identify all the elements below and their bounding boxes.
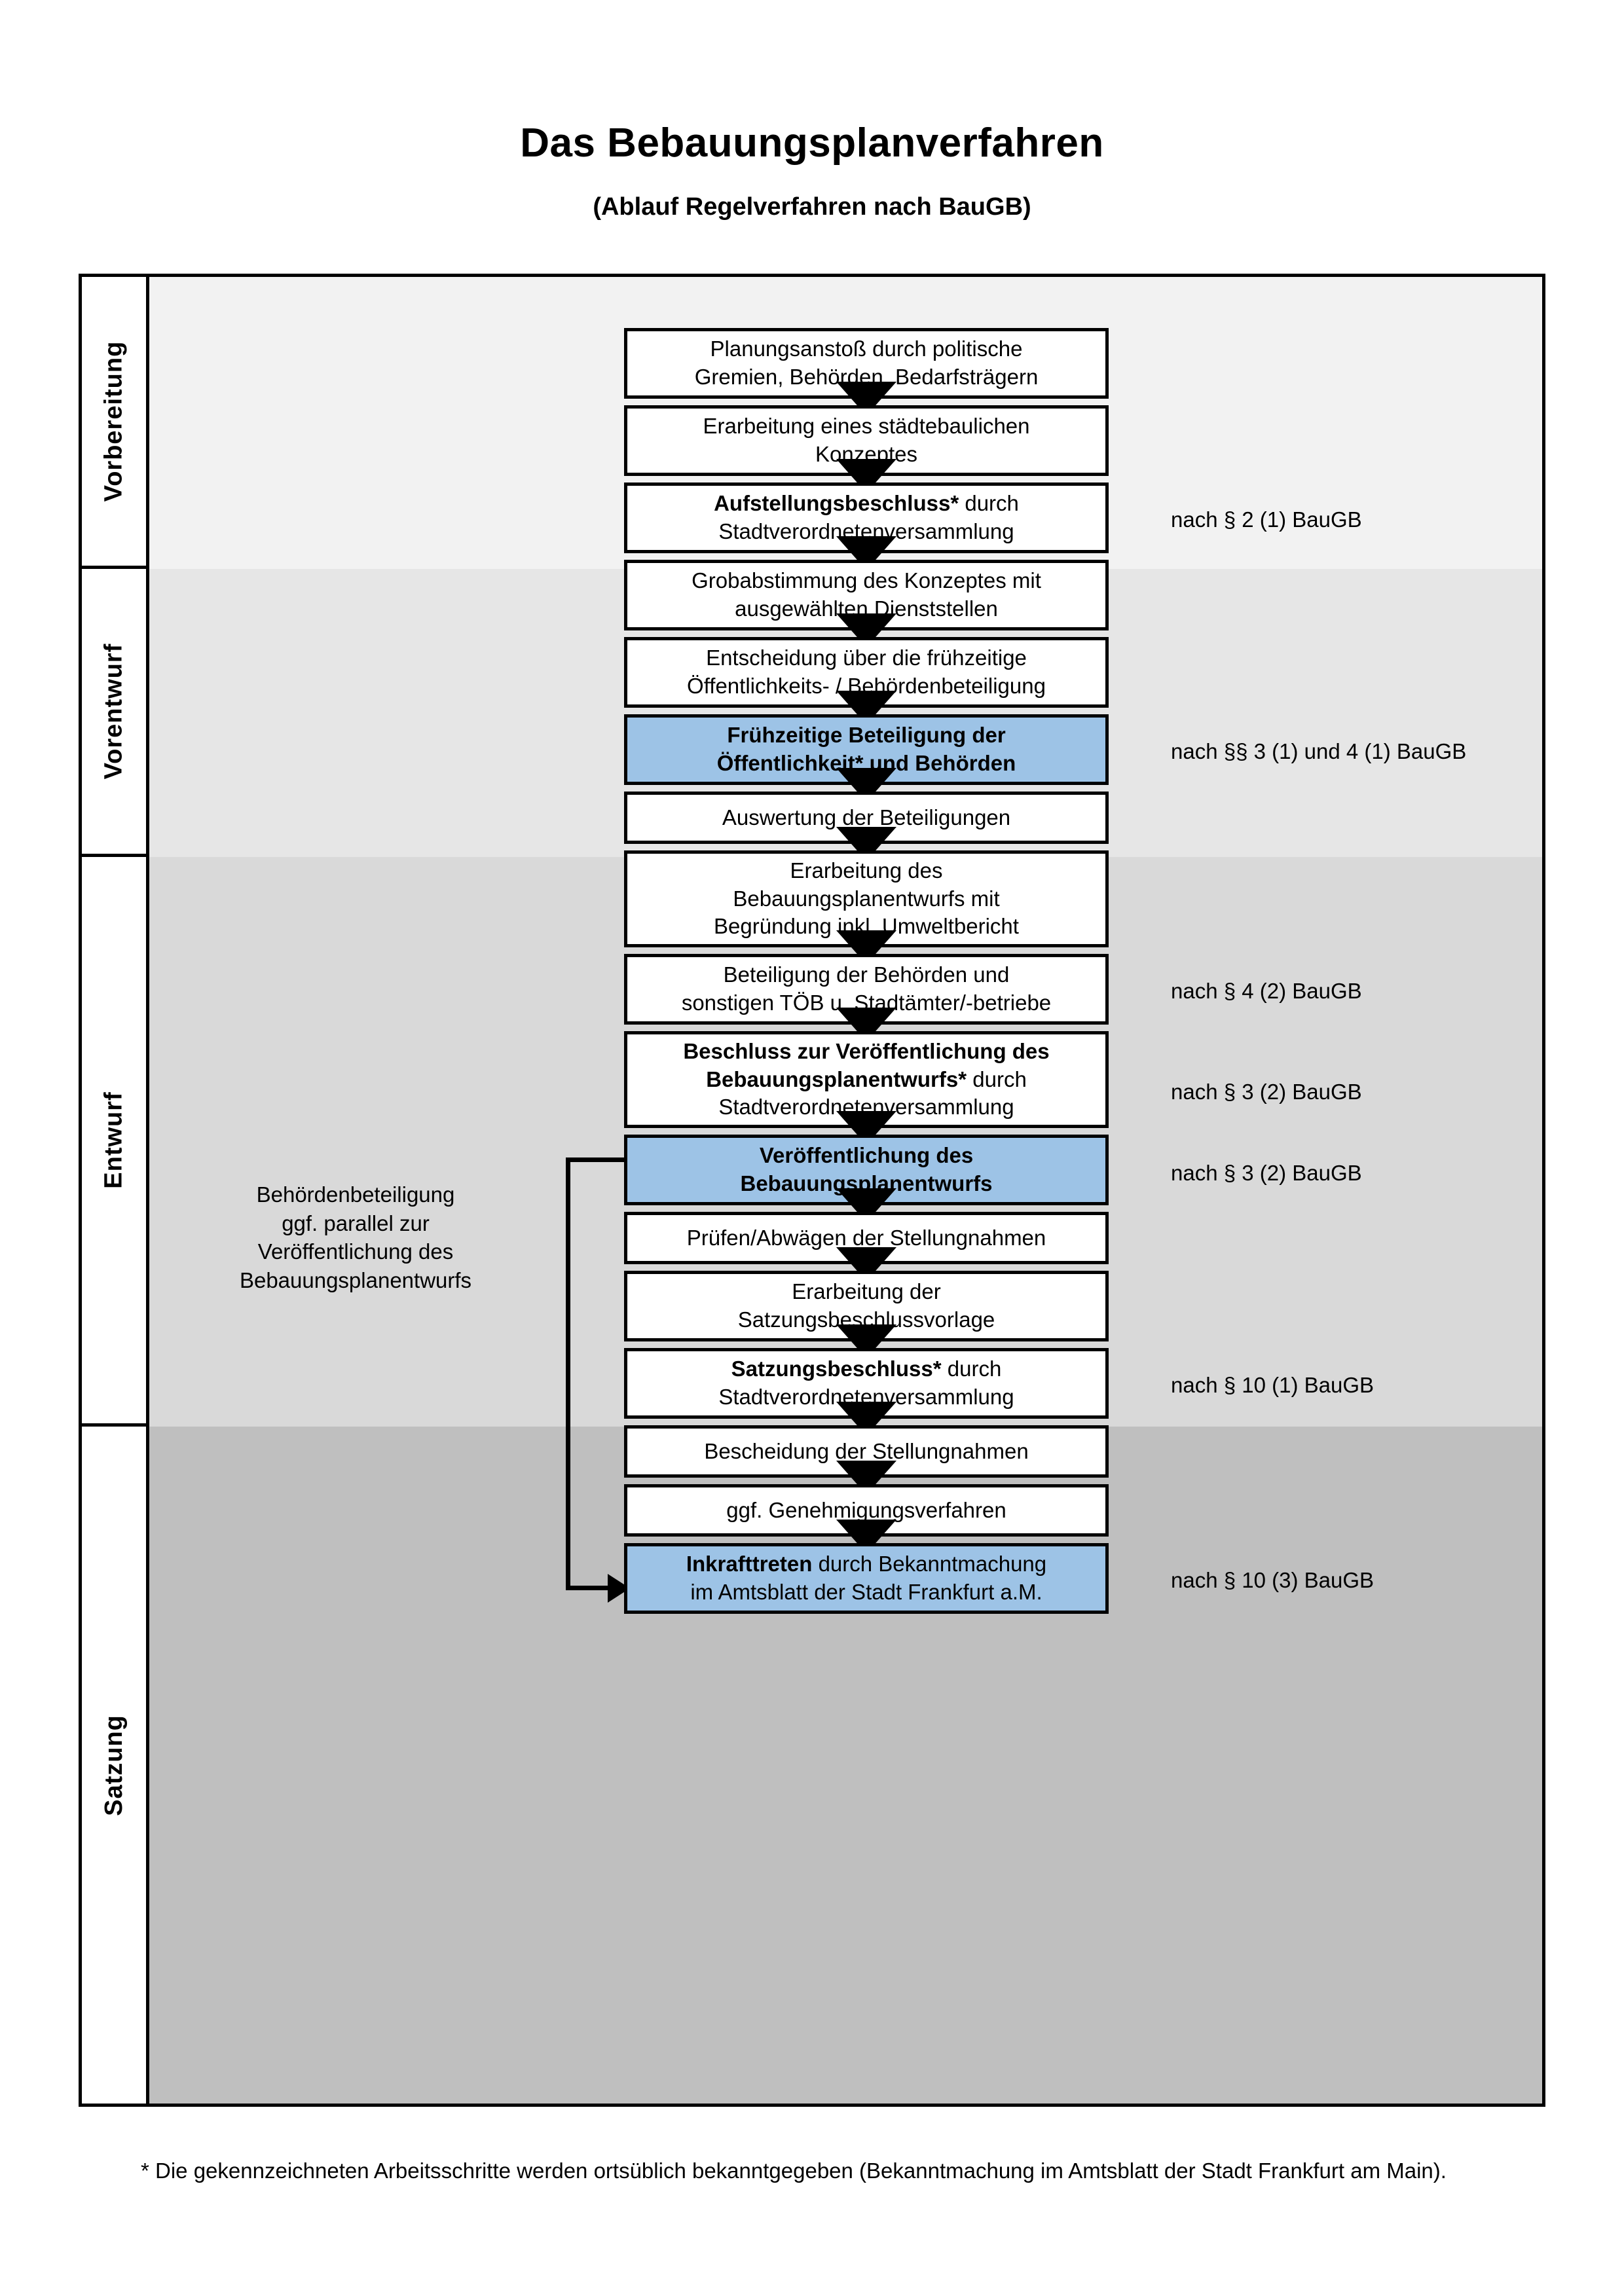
phase-label-satzung: Satzung [100,1714,128,1816]
step-line: Frühzeitige Beteiligung der [727,721,1005,750]
step-line: Entscheidung über die frühzeitige [706,646,1027,670]
step-line: Bebauungsplanentwurfs* durch [706,1066,1027,1094]
legal-reference-paragraph-2-1: nach § 2 (1) BauGB [1171,507,1362,532]
phase-cell-satzung: Satzung [82,1427,146,2104]
phase-cell-vorbereitung: Vorbereitung [82,277,146,569]
page-subtitle: (Ablauf Regelverfahren nach BauGB) [593,193,1031,221]
step-line: Planungsanstoß durch politische [710,337,1023,361]
step-line: Auswertung der Beteiligungen [722,805,1011,829]
step-box-inkrafttreten[interactable]: Inkrafttreten durch Bekanntmachung im Am… [624,1543,1109,1614]
side-note-behoerdenbeteiligung: Behördenbeteiligung ggf. parallel zur Ve… [185,1180,526,1294]
bypass-segment-top [566,1157,627,1162]
side-note-line: Veröffentlichung des [257,1239,454,1264]
step-line: Satzungsbeschluss* durch [731,1355,1002,1383]
step-box-planungsanstoss[interactable]: Planungsanstoß durch politische Gremien,… [624,328,1109,399]
step-line: Prüfen/Abwägen der Stellungnahmen [686,1225,1046,1250]
legal-reference-paragraph-4-2: nach § 4 (2) BauGB [1171,979,1362,1003]
step-line: Veröffentlichung des [760,1142,973,1170]
page-title: Das Bebauungsplanverfahren [520,120,1104,166]
step-line-bold: Bebauungsplanentwurfs* [706,1066,967,1091]
step-line: Erarbeitung der [792,1279,941,1304]
legal-reference-paragraph-10-3: nach § 10 (3) BauGB [1171,1568,1375,1592]
step-line: Bescheidung der Stellungnahmen [704,1438,1029,1463]
legal-reference-paragraph-10-1: nach § 10 (1) BauGB [1171,1373,1375,1397]
step-line: Beteiligung der Behörden und [723,962,1010,987]
step-line-bold: Beschluss zur Veröffentlichung des [683,1038,1050,1063]
flowchart-frame: Vorbereitung Vorentwurf Entwurf Satzung … [79,274,1545,2107]
legal-reference-paragraph-3-2-b: nach § 3 (2) BauGB [1171,1161,1362,1185]
footnote: * Die gekennzeichneten Arbeitsschritte w… [141,2159,1447,2183]
phase-cell-entwurf: Entwurf [82,857,146,1427]
phase-cell-vorentwurf: Vorentwurf [82,569,146,857]
step-line-bold: Inkrafttreten [686,1552,813,1576]
side-note-line: Behördenbeteiligung [256,1182,455,1207]
legal-reference-paragraph-3-2-a: nach § 3 (2) BauGB [1171,1080,1362,1104]
step-line: Grobabstimmung des Konzeptes mit [692,568,1041,593]
step-line-bold: Frühzeitige Beteiligung der [727,723,1006,748]
step-line-bold: Veröffentlichung des [759,1143,974,1168]
step-line-bold: Aufstellungsbeschluss* [714,491,959,516]
phase-label-vorentwurf: Vorentwurf [100,643,128,780]
step-line: im Amtsblatt der Stadt Frankfurt a.M. [690,1580,1043,1604]
phase-label-vorbereitung: Vorbereitung [100,340,128,502]
bypass-segment-bottom [566,1586,613,1590]
step-line-bold: Satzungsbeschluss* [731,1357,942,1381]
step-line: Inkrafttreten durch Bekanntmachung [686,1550,1046,1578]
step-line: ggf. Genehmigungsverfahren [726,1497,1006,1522]
step-line: Erarbeitung des [790,858,943,883]
step-box-erarbeitung-bplanentwurf[interactable]: Erarbeitung des Bebauungsplanentwurfs mi… [624,850,1109,947]
step-line: Erarbeitung eines städtebaulichen [703,414,1030,439]
diagram-body: Behördenbeteiligung ggf. parallel zur Ve… [149,277,1542,2104]
bypass-segment-vertical [566,1157,570,1590]
step-box-entscheidung-fruehzeitige[interactable]: Entscheidung über die frühzeitige Öffent… [624,637,1109,708]
phase-label-column: Vorbereitung Vorentwurf Entwurf Satzung [82,277,149,2104]
step-line-suffix: durch [959,491,1019,516]
phase-label-entwurf: Entwurf [100,1091,128,1189]
step-line-suffix: durch Bekanntmachung [812,1552,1047,1576]
step-line-suffix: durch [941,1357,1002,1381]
legal-reference-paragraph-3-1-4-1: nach §§ 3 (1) und 4 (1) BauGB [1171,739,1467,763]
side-note-line: ggf. parallel zur [282,1211,430,1235]
step-line: Aufstellungsbeschluss* durch [714,490,1019,518]
step-line: Beschluss zur Veröffentlichung des [683,1038,1049,1066]
side-note-line: Bebauungsplanentwurfs [239,1267,472,1292]
step-line: Bebauungsplanentwurfs mit [733,886,1000,911]
title-block: Das Bebauungsplanverfahren (Ablauf Regel… [0,120,1624,221]
step-line-suffix: durch [967,1066,1027,1091]
